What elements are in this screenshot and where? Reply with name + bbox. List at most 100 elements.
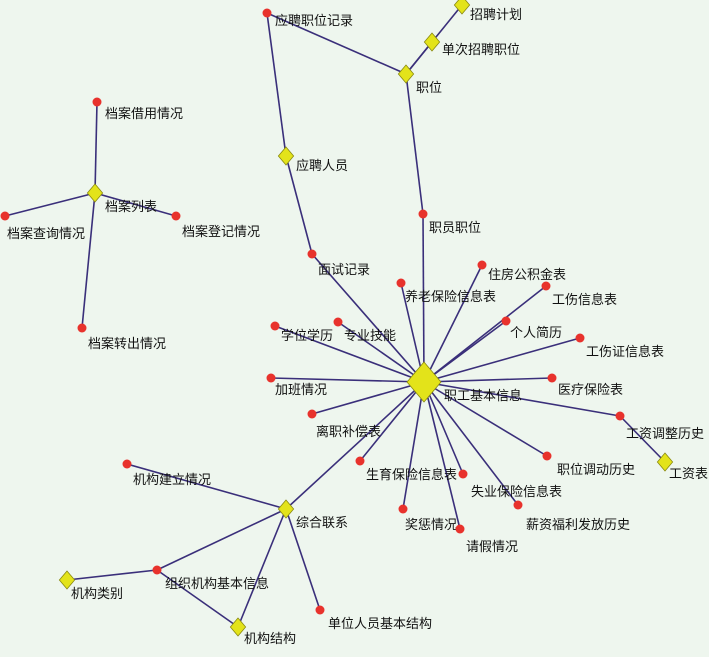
- node-zhiyuan_zhiwei[interactable]: 职员职位: [418, 209, 482, 237]
- edge-zhigong_jiben-shiye_baoxian: [423, 381, 464, 475]
- hub-node-marker[interactable]: [656, 452, 674, 472]
- hub-node-marker[interactable]: [277, 146, 295, 166]
- node-zonghe_lianxi[interactable]: 综合联系: [277, 499, 348, 531]
- table-node-marker[interactable]: [455, 524, 465, 534]
- node-danwei_renyuan[interactable]: 单位人员基本结构: [315, 605, 433, 633]
- edge-dangan_liebiao-dangan_jieyong: [94, 101, 98, 194]
- table-node-marker[interactable]: [458, 469, 468, 479]
- table-node-marker[interactable]: [0, 211, 10, 221]
- node-yiliao_baoxian[interactable]: 医疗保险表: [547, 373, 624, 399]
- node-label: 住房公积金表: [488, 267, 566, 283]
- node-label: 应聘职位记录: [275, 13, 353, 29]
- node-dangan_jieyong[interactable]: 档案借用情况: [92, 97, 184, 123]
- hub-node-marker[interactable]: [406, 361, 442, 403]
- hub-node-marker[interactable]: [229, 617, 247, 637]
- table-node-marker[interactable]: [315, 605, 325, 615]
- table-node-marker[interactable]: [418, 209, 428, 219]
- table-node-marker[interactable]: [501, 316, 511, 326]
- table-node-marker[interactable]: [77, 323, 87, 333]
- node-jigou_leibie[interactable]: 机构类别: [58, 570, 123, 602]
- node-shengyu_baoxian[interactable]: 生育保险信息表: [355, 456, 458, 484]
- node-jigou_jiegou[interactable]: 机构结构: [229, 617, 296, 647]
- edge-zhigong_jiben-zhuanye_jineng: [337, 321, 425, 383]
- table-node-marker[interactable]: [477, 260, 487, 270]
- edge-dangan_liebiao-dangan_zhuanchu: [81, 192, 96, 329]
- node-shiye_baoxian[interactable]: 失业保险信息表: [458, 469, 563, 501]
- node-jigou_jianli[interactable]: 机构建立情况: [122, 459, 212, 489]
- edge-zhiwei-yingpin_zhiwei_jilu: [266, 12, 407, 75]
- node-label: 机构类别: [71, 587, 123, 602]
- node-zhiwei[interactable]: 职位: [397, 64, 442, 96]
- node-label: 档案查询情况: [7, 227, 85, 242]
- table-node-marker[interactable]: [92, 97, 102, 107]
- node-label: 档案列表: [105, 200, 157, 215]
- node-yingpin_renyuan[interactable]: 应聘人员: [277, 146, 348, 174]
- node-gongshang_xinxi[interactable]: 工伤信息表: [541, 281, 618, 309]
- node-gongzibiao[interactable]: 工资表: [656, 452, 708, 482]
- node-label: 养老保险信息表: [405, 289, 496, 305]
- node-jiaban[interactable]: 加班情况: [266, 373, 328, 399]
- node-label: 奖惩情况: [405, 518, 457, 533]
- node-label: 加班情况: [275, 383, 327, 398]
- node-dangan_chaxun[interactable]: 档案查询情况: [0, 211, 86, 243]
- node-xinzi_fuli[interactable]: 薪资福利发放历史: [513, 500, 631, 534]
- table-node-marker[interactable]: [270, 321, 280, 331]
- node-danci_zhaopin_zhiwei[interactable]: 单次招聘职位: [423, 32, 520, 58]
- table-node-marker[interactable]: [513, 500, 523, 510]
- node-zhigong_jiben[interactable]: 职工基本信息: [406, 361, 522, 404]
- hub-node-marker[interactable]: [277, 499, 295, 519]
- table-node-marker[interactable]: [307, 409, 317, 419]
- table-node-marker[interactable]: [398, 504, 408, 514]
- node-jiangcheng[interactable]: 奖惩情况: [398, 504, 458, 534]
- table-node-marker[interactable]: [355, 456, 365, 466]
- node-label: 应聘人员: [296, 158, 348, 174]
- edge-layer: [4, 4, 666, 628]
- node-gongzi_tiaozheng[interactable]: 工资调整历史: [615, 411, 705, 443]
- edge-zhigong_jiben-zhufang_gongjijin: [423, 264, 483, 383]
- node-lizhi_buchang[interactable]: 离职补偿表: [307, 409, 382, 441]
- table-node-marker[interactable]: [262, 8, 272, 18]
- hub-node-marker[interactable]: [453, 0, 471, 15]
- node-dangan_dengji[interactable]: 档案登记情况: [171, 211, 261, 241]
- table-node-marker[interactable]: [122, 459, 132, 469]
- node-dangan_zhuanchu[interactable]: 档案转出情况: [77, 323, 167, 353]
- node-mianshi_jilu[interactable]: 面试记录: [307, 249, 371, 279]
- table-node-marker[interactable]: [542, 451, 552, 461]
- node-zuzhi_jigou[interactable]: 组织机构基本信息: [152, 565, 270, 593]
- edge-zhigong_jiben-yiliao_baoxian: [423, 377, 553, 383]
- node-xuewei_xueli[interactable]: 学位学历: [270, 321, 334, 345]
- node-zhaopin_jihua[interactable]: 招聘计划: [453, 0, 522, 23]
- hub-node-marker[interactable]: [86, 183, 104, 203]
- table-node-marker[interactable]: [152, 565, 162, 575]
- node-label: 工伤证信息表: [586, 344, 664, 360]
- table-node-marker[interactable]: [547, 373, 557, 383]
- node-zhiwei_diaodong[interactable]: 职位调动历史: [542, 451, 636, 479]
- node-yingpin_zhiwei_jilu[interactable]: 应聘职位记录: [262, 8, 354, 30]
- node-label: 档案借用情况: [105, 107, 183, 122]
- hub-node-marker[interactable]: [397, 64, 415, 84]
- node-geren_jianli[interactable]: 个人简历: [501, 316, 563, 342]
- table-node-marker[interactable]: [307, 249, 317, 259]
- node-zhuanye_jineng[interactable]: 专业技能: [333, 317, 397, 345]
- node-qingjia[interactable]: 请假情况: [455, 524, 519, 556]
- node-label: 招聘计划: [470, 8, 522, 23]
- node-label: 专业技能: [344, 329, 396, 344]
- table-node-marker[interactable]: [575, 333, 585, 343]
- node-dangan_liebiao[interactable]: 档案列表: [86, 183, 157, 215]
- node-gongshangzheng[interactable]: 工伤证信息表: [575, 333, 665, 361]
- node-label: 工伤信息表: [552, 292, 617, 308]
- edge-zhigong_jiben-shengyu_baoxian: [359, 381, 425, 462]
- node-label: 面试记录: [318, 263, 370, 278]
- table-node-marker[interactable]: [541, 281, 551, 291]
- node-yanglao_baoxian[interactable]: 养老保险信息表: [396, 278, 497, 306]
- table-node-marker[interactable]: [266, 373, 276, 383]
- node-label: 档案转出情况: [88, 337, 166, 352]
- hub-node-marker[interactable]: [423, 32, 441, 52]
- table-node-marker[interactable]: [171, 211, 181, 221]
- node-zhufang_gongjijin[interactable]: 住房公积金表: [477, 260, 567, 284]
- hub-node-marker[interactable]: [58, 570, 76, 590]
- table-node-marker[interactable]: [333, 317, 343, 327]
- table-node-marker[interactable]: [615, 411, 625, 421]
- table-node-marker[interactable]: [396, 278, 406, 288]
- edge-zhigong_jiben-zhiwei_diaodong: [423, 381, 548, 457]
